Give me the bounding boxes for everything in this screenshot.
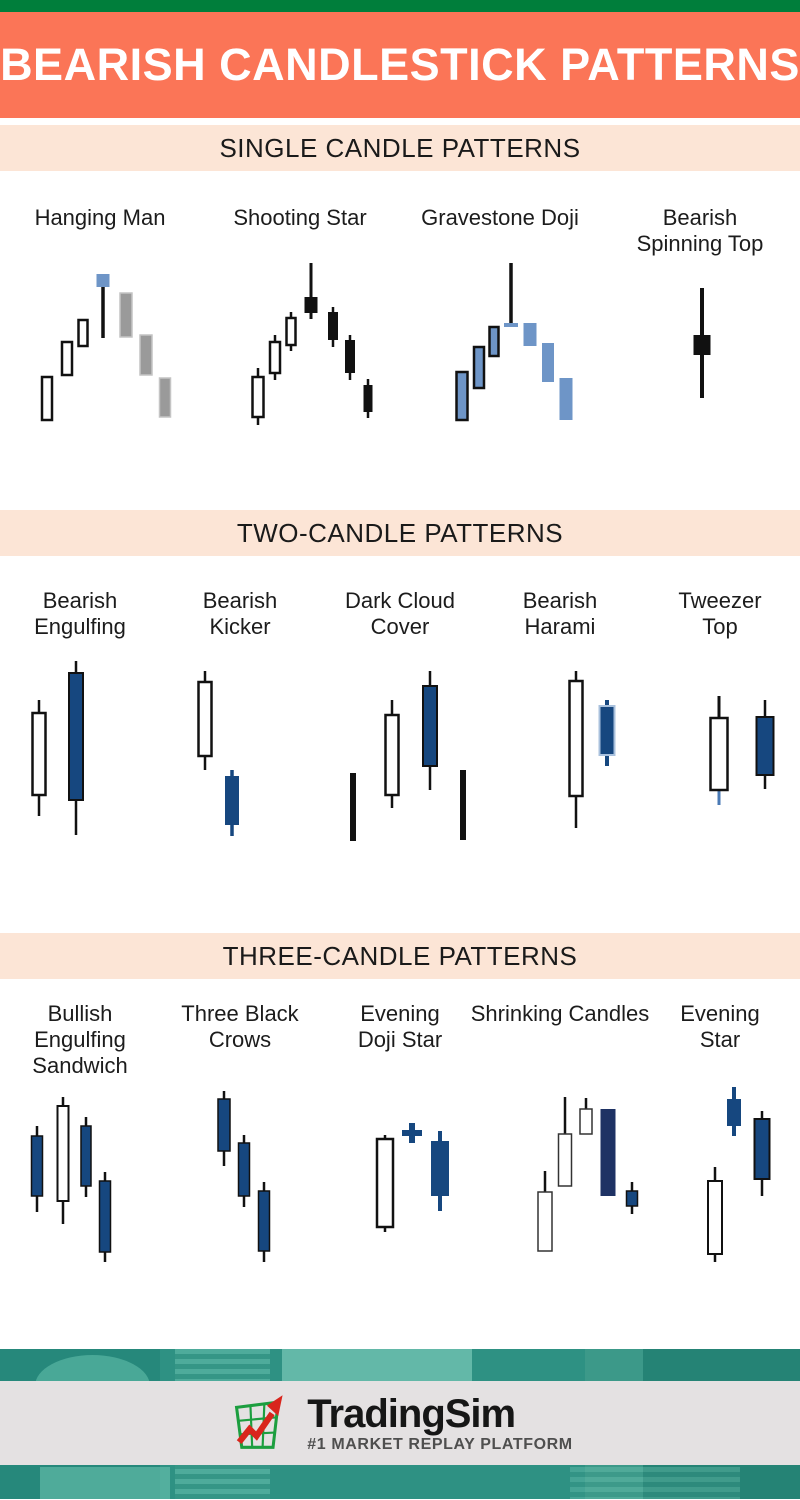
logo-band: TradingSim #1 MARKET REPLAY PLATFORM (0, 1381, 800, 1465)
logo-text: TradingSim #1 MARKET REPLAY PLATFORM (307, 1393, 572, 1454)
pattern-label: Bearish Kicker (202, 588, 278, 639)
section-band-label: SINGLE CANDLE PATTERNS (219, 132, 581, 163)
three-black-crows-diagram (217, 1091, 271, 1262)
shooting-star-diagram (251, 263, 373, 425)
section-single-candle-patterns: SINGLE CANDLE PATTERNS Hanging Man Shoot… (0, 125, 800, 430)
pattern-label: Bearish Engulfing (34, 588, 126, 639)
pattern-gravestone-doji: Gravestone Doji (400, 205, 600, 430)
footer-texture (282, 1349, 472, 1381)
footer: TradingSim #1 MARKET REPLAY PLATFORM (0, 1349, 800, 1499)
pattern-bearish-harami: Bearish Harami (480, 588, 640, 843)
bearish-harami-diagram (568, 671, 616, 828)
bearish-spinning-top-diagram (693, 288, 711, 398)
pattern-shooting-star: Shooting Star (200, 205, 400, 430)
pattern-three-black-crows: Three Black Crows (160, 1001, 320, 1269)
pattern-label: Hanging Man (34, 205, 166, 230)
section-band-single: SINGLE CANDLE PATTERNS (0, 125, 800, 171)
basket-arrow-logo-icon (235, 1395, 283, 1449)
evening-doji-star-diagram (375, 1123, 449, 1232)
pattern-bearish-spinning-top: Bearish Spinning Top (600, 205, 800, 430)
pattern-evening-star: Evening Star (640, 1001, 800, 1269)
pattern-bearish-kicker: Bearish Kicker (160, 588, 320, 843)
section-band-two: TWO-CANDLE PATTERNS (0, 510, 800, 556)
pattern-label: Gravestone Doji (421, 205, 579, 230)
evening-star-diagram (707, 1087, 771, 1262)
pattern-hanging-man: Hanging Man (0, 205, 200, 430)
section-band-label: THREE-CANDLE PATTERNS (222, 940, 578, 971)
gravestone-doji-diagram (455, 263, 573, 422)
bearish-engulfing-diagram (31, 661, 84, 835)
pattern-label: Bearish Harami (522, 588, 598, 639)
tweezer-top-diagram (709, 696, 775, 805)
pattern-label: Evening Star (680, 1001, 760, 1052)
pattern-evening-doji-star: Evening Doji Star (320, 1001, 480, 1269)
bullish-engulfing-sandwich-diagram (30, 1097, 112, 1262)
page-title: BEARISH CANDLESTICK PATTERNS (0, 39, 800, 90)
section-band-label: TWO-CANDLE PATTERNS (236, 517, 564, 548)
pattern-bearish-engulfing: Bearish Engulfing (0, 588, 160, 843)
pattern-bullish-engulfing-sandwich: Bullish Engulfing Sandwich (0, 1001, 160, 1269)
brand-name: TradingSim (307, 1391, 516, 1436)
hanging-man-diagram (40, 274, 172, 422)
section-two-candle-patterns: TWO-CANDLE PATTERNS Bearish Engulfing Be… (0, 510, 800, 843)
pattern-row-two: Bearish Engulfing Bearish Kicker Dark Cl… (0, 588, 800, 843)
pattern-tweezer-top: Tweezer Top (640, 588, 800, 843)
pattern-label: Three Black Crows (181, 1001, 299, 1052)
top-green-strip (0, 0, 800, 12)
footer-texture (40, 1467, 170, 1499)
shrinking-candles-diagram (537, 1097, 639, 1252)
pattern-label: Evening Doji Star (357, 1001, 443, 1052)
footer-texture (570, 1467, 740, 1499)
pattern-label: Bearish Spinning Top (636, 205, 764, 256)
section-three-candle-patterns: THREE-CANDLE PATTERNS Bullish Engulfing … (0, 933, 800, 1269)
pattern-label: Shrinking Candles (470, 1001, 650, 1026)
pattern-row-three: Bullish Engulfing Sandwich Three Black C… (0, 1001, 800, 1269)
pattern-label: Bullish Engulfing Sandwich (32, 1001, 128, 1078)
brand-tagline: #1 MARKET REPLAY PLATFORM (307, 1435, 573, 1453)
tradingsim-logo: TradingSim #1 MARKET REPLAY PLATFORM (227, 1390, 572, 1456)
pattern-row-single: Hanging Man Shooting Star Gravestone Doj… (0, 205, 800, 430)
dark-cloud-cover-diagram (350, 671, 466, 841)
section-band-three: THREE-CANDLE PATTERNS (0, 933, 800, 979)
pattern-shrinking-candles: Shrinking Candles (471, 1001, 649, 1269)
header: BEARISH CANDLESTICK PATTERNS (0, 12, 800, 118)
bearish-kicker-diagram (197, 671, 239, 836)
pattern-label: Tweezer Top (678, 588, 762, 639)
pattern-label: Dark Cloud Cover (344, 588, 456, 639)
pattern-dark-cloud-cover: Dark Cloud Cover (320, 588, 480, 843)
pattern-label: Shooting Star (233, 205, 367, 230)
